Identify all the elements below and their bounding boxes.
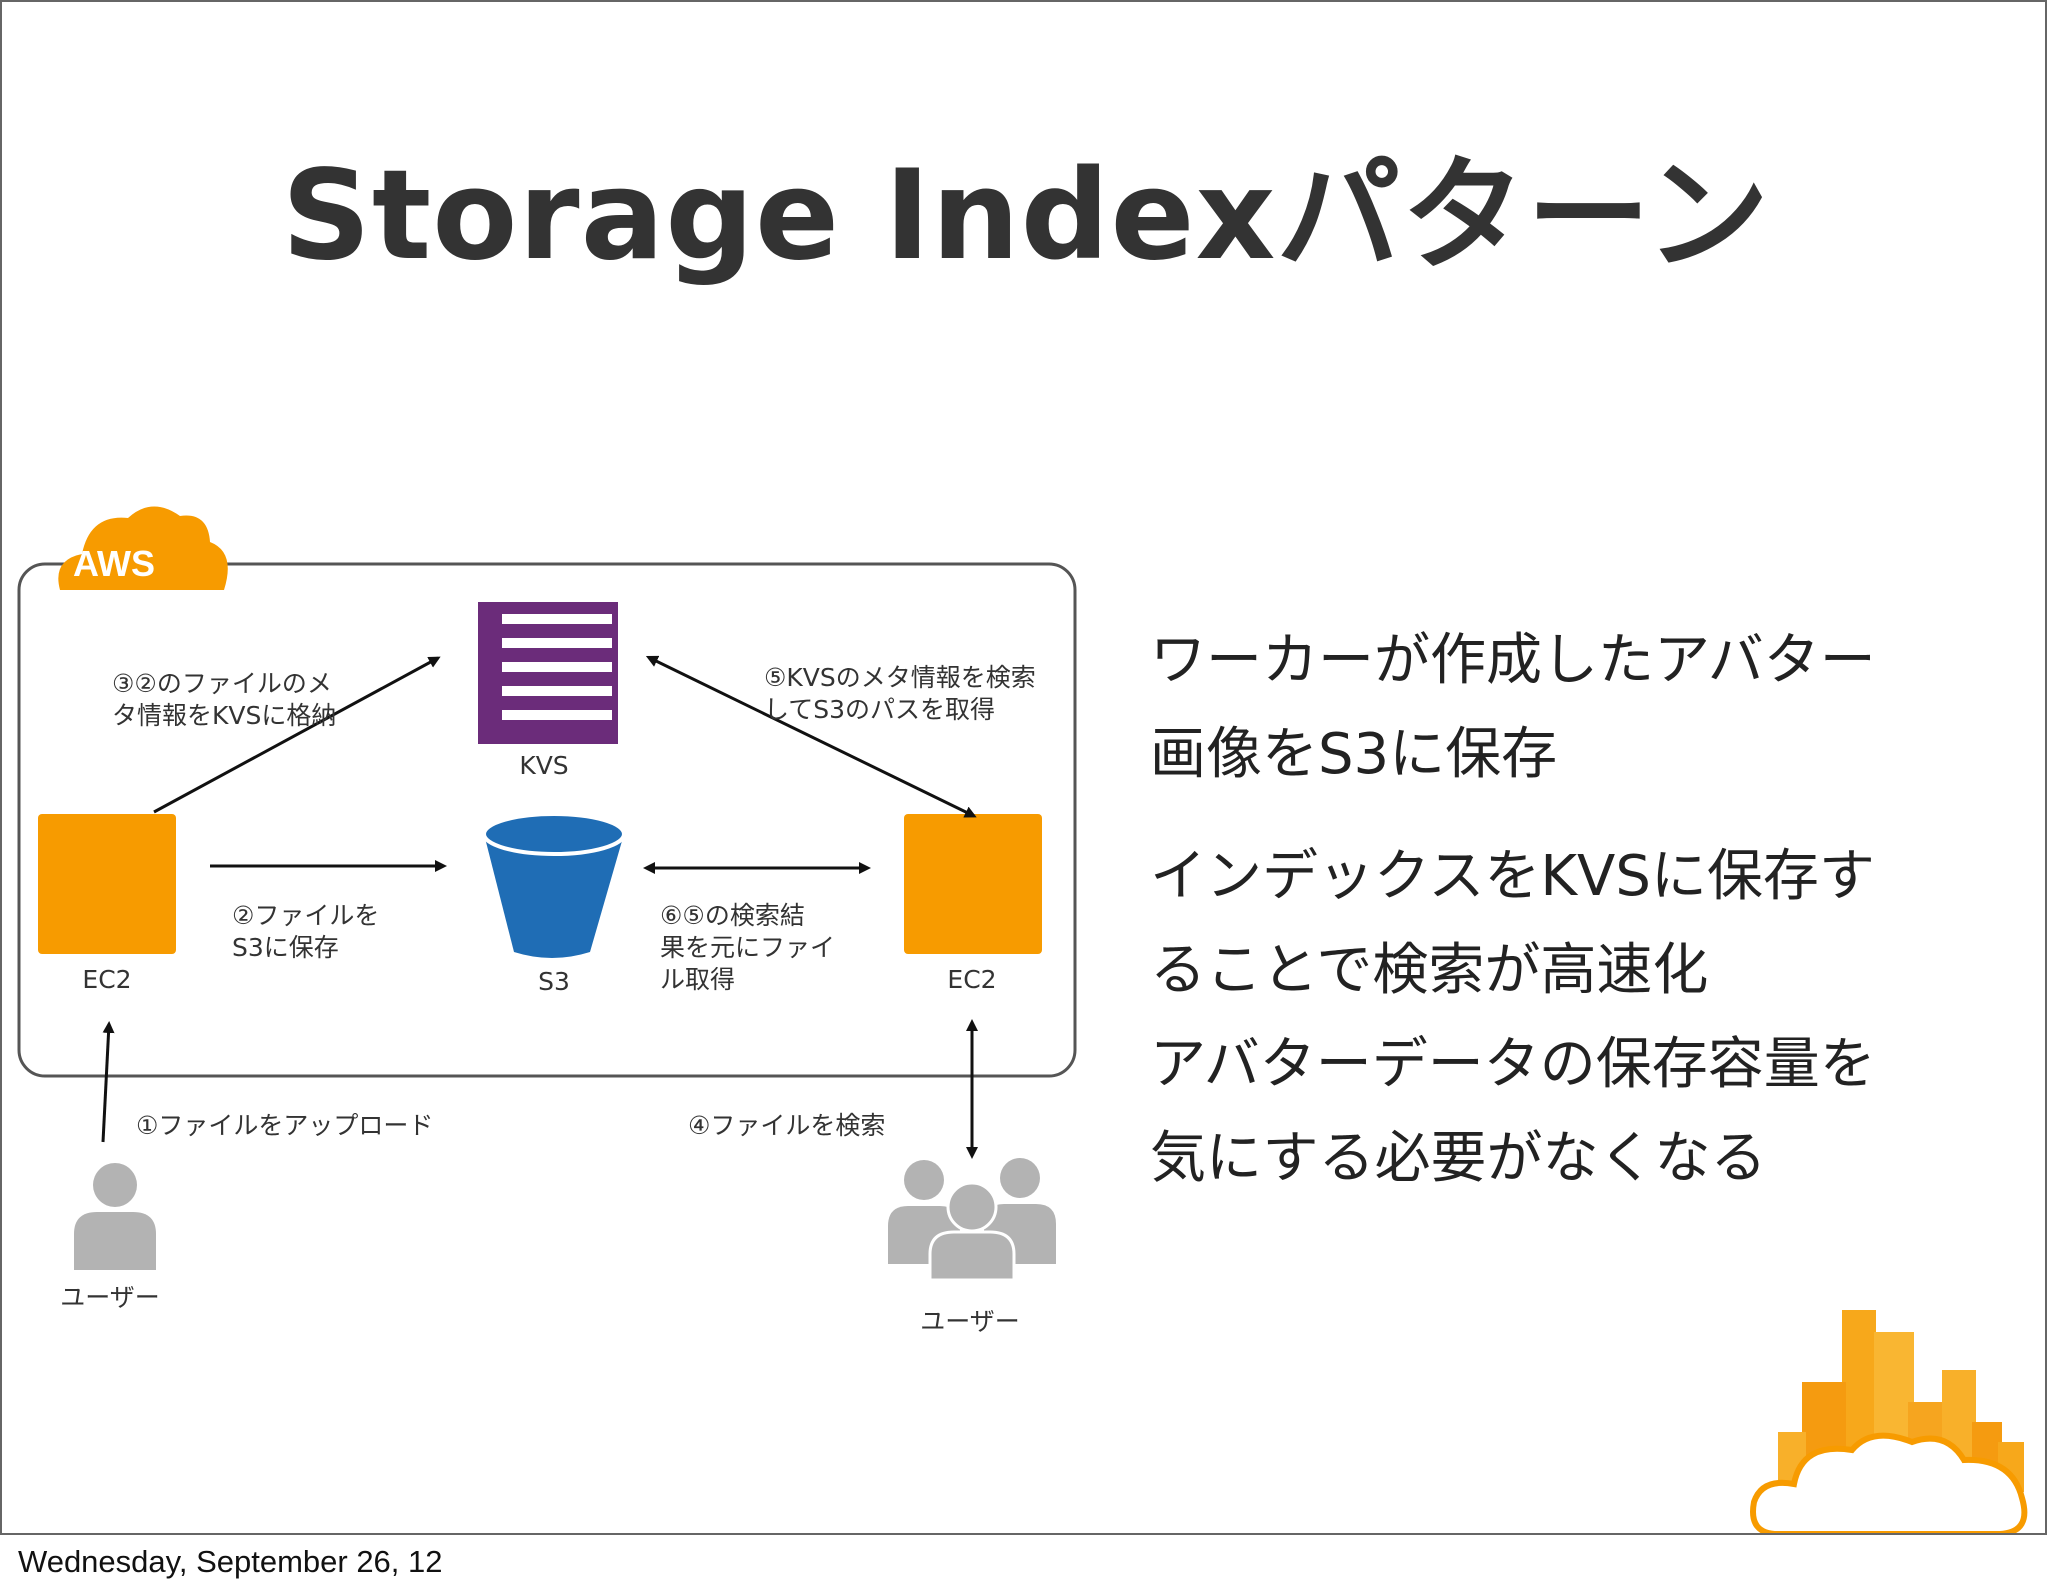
- aws-cloud-icon: AWS: [58, 506, 228, 590]
- annotation-step3: ③②のファイルのメ タ情報をKVSに格納: [112, 669, 340, 730]
- ec2-instance-icon: [38, 814, 176, 954]
- arrow-kvs-to-ec2: [645, 655, 977, 818]
- user-left-label: ユーザー: [60, 1283, 160, 1312]
- footer-date: Wednesday, September 26, 12: [18, 1544, 443, 1579]
- bullet-list: ワーカーが作成したアバター 画像をS3に保存 インデックスをKVSに保存す るこ…: [1150, 614, 2030, 1234]
- annotation-step6: ⑥⑤の検索結 果を元にファイ ル取得: [660, 901, 843, 994]
- arrow-ec2-to-kvs: [153, 656, 441, 814]
- bullet-line: アバターデータの保存容量を: [1150, 1032, 1876, 1097]
- aws-city-logo: [1750, 1310, 2028, 1533]
- users-group-icon: [888, 1158, 1056, 1282]
- annotation-step4: ④ファイルを検索: [688, 1111, 885, 1140]
- bullet-line: インデックスをKVSに保存す: [1150, 844, 1875, 909]
- annotation-step2: ②ファイルを S3に保存: [232, 901, 387, 962]
- bullet-line: ワーカーが作成したアバター: [1150, 628, 1876, 693]
- bullet-line: 気にする必要がなくなる: [1150, 1126, 1767, 1191]
- ec2-left-label: EC2: [82, 965, 131, 994]
- annotation-step5: ⑤KVSのメタ情報を検索 してS3のパスを取得: [764, 663, 1044, 724]
- s3-bucket-icon: [482, 812, 626, 958]
- bullet-line: ることで検索が高速化: [1150, 938, 1709, 1003]
- bullet-item: ワーカーが作成したアバター 画像をS3に保存: [1150, 614, 2030, 802]
- user-icon: [74, 1163, 156, 1270]
- arrow-user-to-ec2: [101, 1021, 115, 1143]
- bullet-line: 画像をS3に保存: [1150, 722, 1558, 787]
- ec2-instance-icon: [904, 814, 1042, 954]
- kvs-label: KVS: [519, 751, 568, 780]
- slide-title: Storage Indexパターン: [281, 144, 1771, 288]
- user-right-label: ユーザー: [920, 1307, 1020, 1336]
- bullet-item: インデックスをKVSに保存す ることで検索が高速化 アバターデータの保存容量を …: [1150, 830, 2030, 1206]
- ec2-right-label: EC2: [947, 965, 996, 994]
- aws-boundary: [17, 562, 1077, 1078]
- kvs-table-icon: [478, 602, 618, 744]
- architecture-diagram: AWS KVS S3 EC2 EC2: [17, 506, 2028, 1533]
- s3-label: S3: [538, 967, 570, 996]
- slide: Storage Indexパターン AWS KVS: [0, 0, 2047, 1535]
- annotation-step1: ①ファイルをアップロード: [136, 1111, 433, 1140]
- aws-badge-label: AWS: [73, 543, 155, 584]
